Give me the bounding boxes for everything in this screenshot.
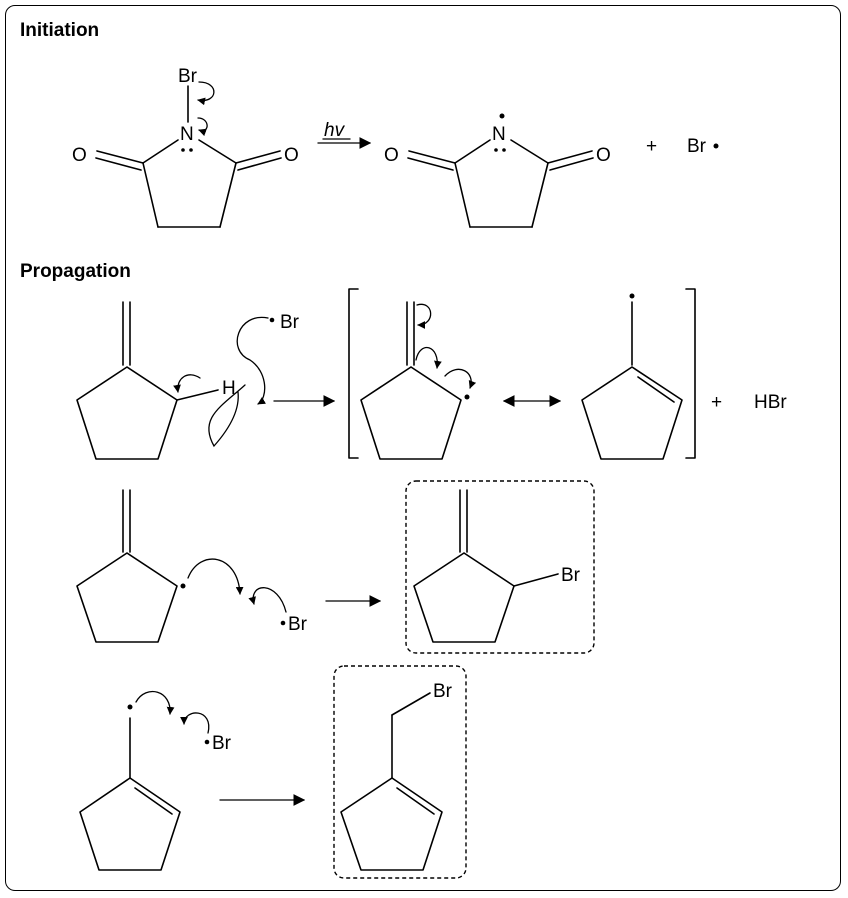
allyl-radical-form-1 <box>360 301 477 460</box>
allylic-radical <box>79 704 181 871</box>
radical-o-right: O <box>596 145 611 166</box>
plus-sign: + <box>646 136 657 157</box>
allyl-radical-form-2 <box>581 293 683 460</box>
br-radical-step2: Br <box>288 614 308 635</box>
product-box-1 <box>405 480 595 654</box>
fishhook-arrow <box>187 558 244 595</box>
hbr-label: HBr <box>754 392 787 413</box>
bracket-right <box>685 288 696 459</box>
radical-o-left: O <box>384 145 399 166</box>
bracket-left <box>348 288 359 459</box>
br-radical-step1: Br <box>280 312 300 333</box>
condition-hv: hv <box>324 120 346 141</box>
fishhook-arrow <box>208 384 246 448</box>
radical-n-label: N <box>492 124 506 145</box>
product-bromo-methylenecyclopentane: Br <box>413 489 581 643</box>
diagram-frame <box>5 5 841 891</box>
bromine-radical-label: Br <box>687 136 707 157</box>
product-box-2 <box>333 665 467 879</box>
product1-br-label: Br <box>561 565 581 586</box>
fishhook-arrow <box>197 117 208 137</box>
fishhook-arrow <box>180 712 210 734</box>
fishhook-arrow <box>135 691 175 715</box>
nbs-br-label: Br <box>178 66 198 87</box>
fishhook-arrow <box>236 316 269 405</box>
nbs-molecule: Br N O O <box>72 66 299 228</box>
nbs-n-label: N <box>180 124 194 145</box>
fishhook-arrow <box>173 374 201 393</box>
fishhook-arrow <box>248 587 287 613</box>
product-bromomethylcyclopentene: Br <box>340 681 453 871</box>
product2-br-label: Br <box>433 681 453 702</box>
plus-sign: + <box>711 392 722 413</box>
nbs-o-right: O <box>284 145 299 166</box>
nbs-o-left: O <box>72 145 87 166</box>
br-radical-step3: Br <box>212 733 232 754</box>
fishhook-arrow <box>197 81 215 106</box>
methylenecyclopentane: H <box>76 301 236 460</box>
section-title-initiation: Initiation <box>20 20 99 41</box>
succinimidyl-radical: N O O <box>384 113 611 228</box>
section-title-propagation: Propagation <box>20 261 131 282</box>
hydrogen-label: H <box>222 378 236 399</box>
secondary-radical <box>76 489 186 643</box>
